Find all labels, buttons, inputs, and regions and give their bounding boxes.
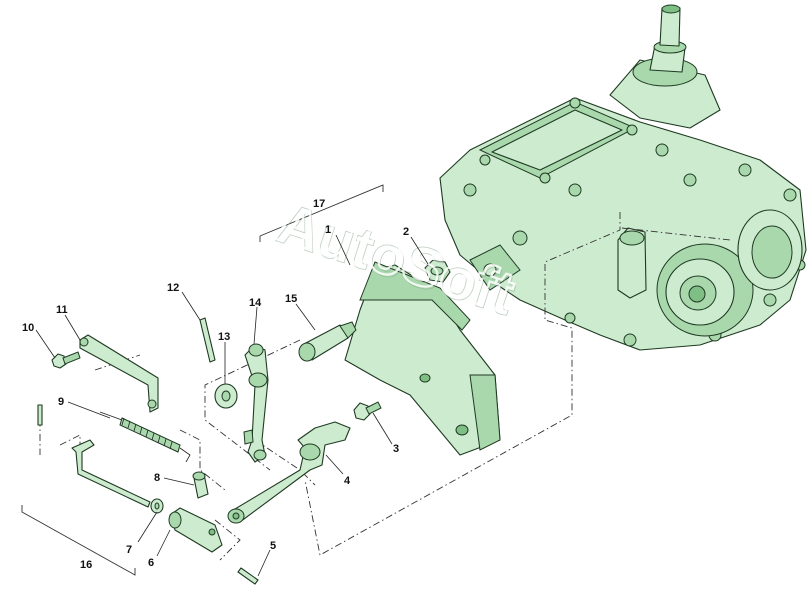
callout-6: 6 bbox=[148, 557, 154, 569]
callout-8: 8 bbox=[154, 472, 160, 484]
pin-part-15 bbox=[298, 321, 357, 362]
callout-16: 16 bbox=[80, 559, 92, 571]
callout-17: 17 bbox=[313, 198, 325, 210]
bracket-17 bbox=[259, 184, 384, 237]
nut-part-2 bbox=[424, 259, 451, 283]
callout-labels: 1 2 3 4 5 6 7 8 9 10 11 12 13 14 15 16 1… bbox=[22, 198, 409, 571]
pin-part-12 bbox=[199, 317, 216, 363]
shift-lever-part-4 bbox=[227, 421, 351, 524]
callout-13: 13 bbox=[218, 331, 230, 343]
clevis-part-6 bbox=[168, 507, 223, 553]
callout-3: 3 bbox=[393, 443, 399, 455]
callout-7: 7 bbox=[126, 544, 132, 556]
group-brackets bbox=[21, 184, 384, 576]
callout-10: 10 bbox=[22, 322, 34, 334]
callout-4: 4 bbox=[344, 475, 351, 487]
washer-part-13 bbox=[214, 383, 238, 409]
gearbox-housing bbox=[439, 4, 807, 351]
callout-12: 12 bbox=[167, 282, 179, 294]
callout-1: 1 bbox=[325, 224, 331, 236]
callout-9: 9 bbox=[58, 396, 64, 408]
spring-part-9 bbox=[99, 411, 191, 463]
bracket-16 bbox=[21, 505, 136, 576]
bolt-part-3 bbox=[353, 401, 382, 421]
plate-part-11 bbox=[79, 334, 159, 413]
bolt-part-10 bbox=[51, 351, 81, 369]
callout-15: 15 bbox=[285, 293, 297, 305]
pin-part-8 bbox=[192, 471, 209, 499]
shift-rod bbox=[71, 439, 151, 508]
leader-lines bbox=[35, 234, 429, 577]
washer-part-7 bbox=[150, 498, 164, 514]
callout-5: 5 bbox=[270, 540, 276, 552]
mounting-bracket-part-1 bbox=[344, 261, 501, 456]
callout-14: 14 bbox=[249, 297, 262, 309]
callout-11: 11 bbox=[56, 304, 68, 316]
callout-2: 2 bbox=[403, 226, 409, 238]
small-pin bbox=[37, 404, 43, 426]
pin-part-5 bbox=[237, 567, 259, 585]
intermediate-lever-part-14 bbox=[243, 343, 269, 463]
